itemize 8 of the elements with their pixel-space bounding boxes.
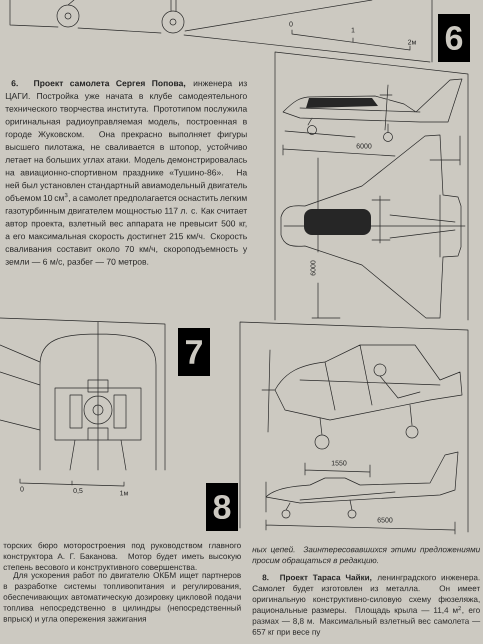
article-text: ных цепей. Заинтересовавшихся этими предложениями просим обращаться в редакцию. [252,546,480,565]
article-text: 6. Проект самолета Сергея Попова, инженера из ЦАГИ. Постройка уже начата в клубе самодеятельного технического творчества института. Прототипом послужила оригинальная радиоуправляемая модель, построенная в городе Жуковском. Она прекрасно выполняет фигуры высшего пилотажа, не сваливается в штопор, устойчиво летает на больших углах атаки. Модель демонстрировалась на авиационно-спортивном празднике «Тушино-86». На ней был установлен стандартный авиамодельный двигатель объемом 10 см$^{3}$, а самолет предполагается оснастить легким газотурбинным двигателем мощностью 117 л. с. Как считает автор проекта, взлетный вес аппарата не превысит 500 кг, а его максимальная скорость достигнет 215 км/ч. Скорость сваливания составит около 70 км/ч, скороподъемность у земли — 6 м/с, разбег — 70 метров. [5,80,248,266]
figure-number: 6 [438,14,470,62]
article-text: Для ускорения работ по двигателю ОКБМ ищет партнеров в разработке системы топливопитания и регулирования, обеспечивающих автоматическую дозировку цикловой подачи топлива непосредственно в цилиндры (непосредственный впрыск) и угла опережения зажигания [3,572,241,624]
article-text: торских бюро моторостроения под руководством главного конструктора А. Г. Баканова. Мотор будет иметь высокую степень весового и конструктивного совершенства. [3,542,241,572]
article-text: 8. Проект Тараса Чайки, ленинградского инженера. Самолет будет изготовлен из металла. Он имеет оригинальную конструктивно-силовую схему фюзеляжа, рациональные размеры. Площадь крыла — 11,4 м$^{2}$, его размах — 8,8 м. Максимальный взлетный вес самолета — 657 кг при весе пу [252,574,480,636]
figure-number: 7 [178,328,210,376]
figure-number: 8 [206,483,238,531]
